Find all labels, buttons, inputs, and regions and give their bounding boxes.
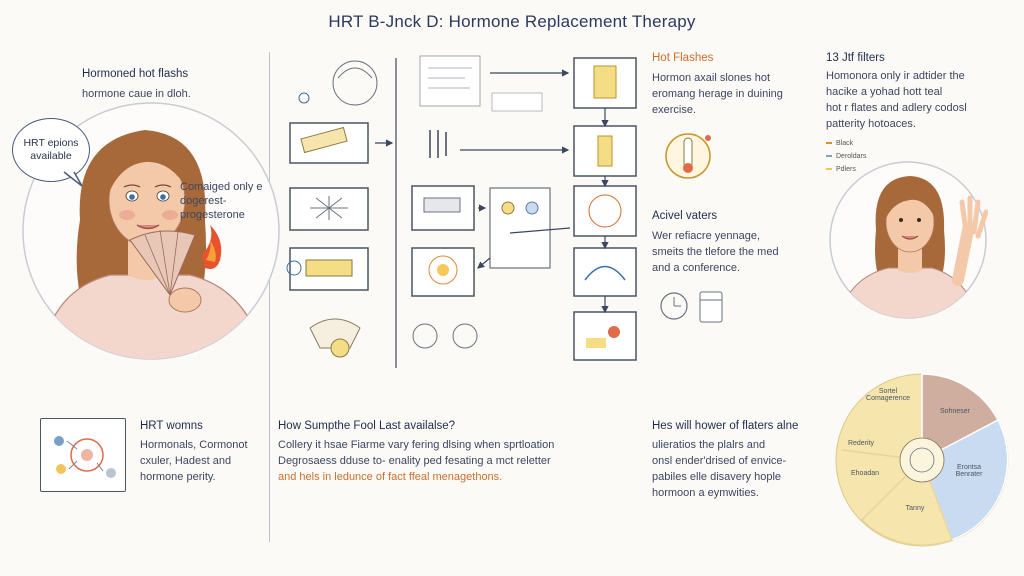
center-line-1: Collery it hsae Fiarme vary fering dlsin… — [278, 439, 555, 451]
actual-waters-heading: Acivel vaters — [652, 210, 718, 222]
flasher-block-line-3: pabiles elle disavery hople — [652, 471, 782, 483]
filters-line-1: Homonora only ir adtider the — [826, 70, 965, 82]
woman-fan-illustration — [20, 100, 282, 362]
hrt-flow-diagram — [286, 55, 637, 368]
left-divider — [269, 52, 270, 542]
pie-label-2: Sohneser — [940, 408, 970, 415]
cup-and-timer-icon — [660, 291, 723, 323]
flasher-block-heading: Hes will hower of flaters alne — [652, 420, 799, 432]
hot-flashes-line-2: eromang herage in duining — [652, 88, 783, 100]
flasher-block-line-1: ulieratios the plalrs and — [652, 439, 766, 451]
pie-label-4: Ehoadan — [850, 470, 880, 477]
pie-label-6: Erontsa Benrater — [955, 464, 983, 478]
speech-bubble-text: HRT epions available — [23, 137, 79, 162]
small-box-line-1: Hormonals, Cormonot — [140, 439, 248, 451]
small-box-heading: HRT womns — [140, 420, 203, 432]
left-side-note: Comaiged only e dogerest-progesterone — [180, 181, 263, 221]
legend-item-2: Deroldars — [826, 153, 866, 160]
speech-bubble-tail — [63, 171, 83, 187]
filters-heading: 13 Jtf filters — [826, 52, 885, 64]
legend-item-1: Black — [826, 140, 853, 147]
actual-waters-line-3: and a conference. — [652, 262, 741, 274]
pie-diagram — [835, 373, 1009, 547]
legend-item-3: Pdlers — [826, 166, 856, 173]
filters-line-4: patterity hotoaces. — [826, 118, 916, 130]
pie-label-1: Sortel Comagerence — [866, 388, 910, 402]
page-title: HRT B-Jnck D: Hormone Replacement Therap… — [328, 12, 696, 31]
actual-waters-line-1: Wer refiacre yennage, — [652, 230, 761, 242]
woman-waving-illustration — [828, 160, 989, 320]
actual-waters-line-2: smeits the tlefore the med — [652, 246, 779, 258]
center-orange-line: and hels in ledunce of fact ffeal menage… — [278, 471, 503, 483]
speech-bubble: HRT epions available — [12, 118, 90, 182]
small-box-line-3: hormone perity. — [140, 471, 216, 483]
flasher-block-line-4: hormoon a eymwities. — [652, 487, 759, 499]
center-question-heading: How Sumpthe Fool Last availalse? — [278, 420, 456, 432]
left-heading: Hormoned hot flashs — [82, 68, 189, 80]
left-sub: hormone caue in dloh. — [82, 88, 191, 100]
thermometer-clock-icon — [665, 133, 711, 179]
pie-label-5: Tanny — [905, 505, 925, 512]
hot-flashes-line-3: exercise. — [652, 104, 697, 116]
filters-line-2: hacike a yohad hott teal — [826, 86, 943, 98]
hrt-options-thumbnail — [40, 418, 126, 492]
hot-flashes-heading: Hot Flashes — [652, 52, 714, 64]
hot-flashes-line-1: Hormon axail slones hot — [652, 72, 771, 84]
filters-line-3: hot r flates and adlery codosl — [826, 102, 967, 114]
pie-label-3: Rederity — [847, 440, 875, 447]
small-box-line-2: cxuler, Hadest and — [140, 455, 232, 467]
center-line-2: Degrosaess dduse to- enality ped fesatin… — [278, 455, 551, 467]
flasher-block-line-2: onsl ender'drised of envice- — [652, 455, 787, 467]
